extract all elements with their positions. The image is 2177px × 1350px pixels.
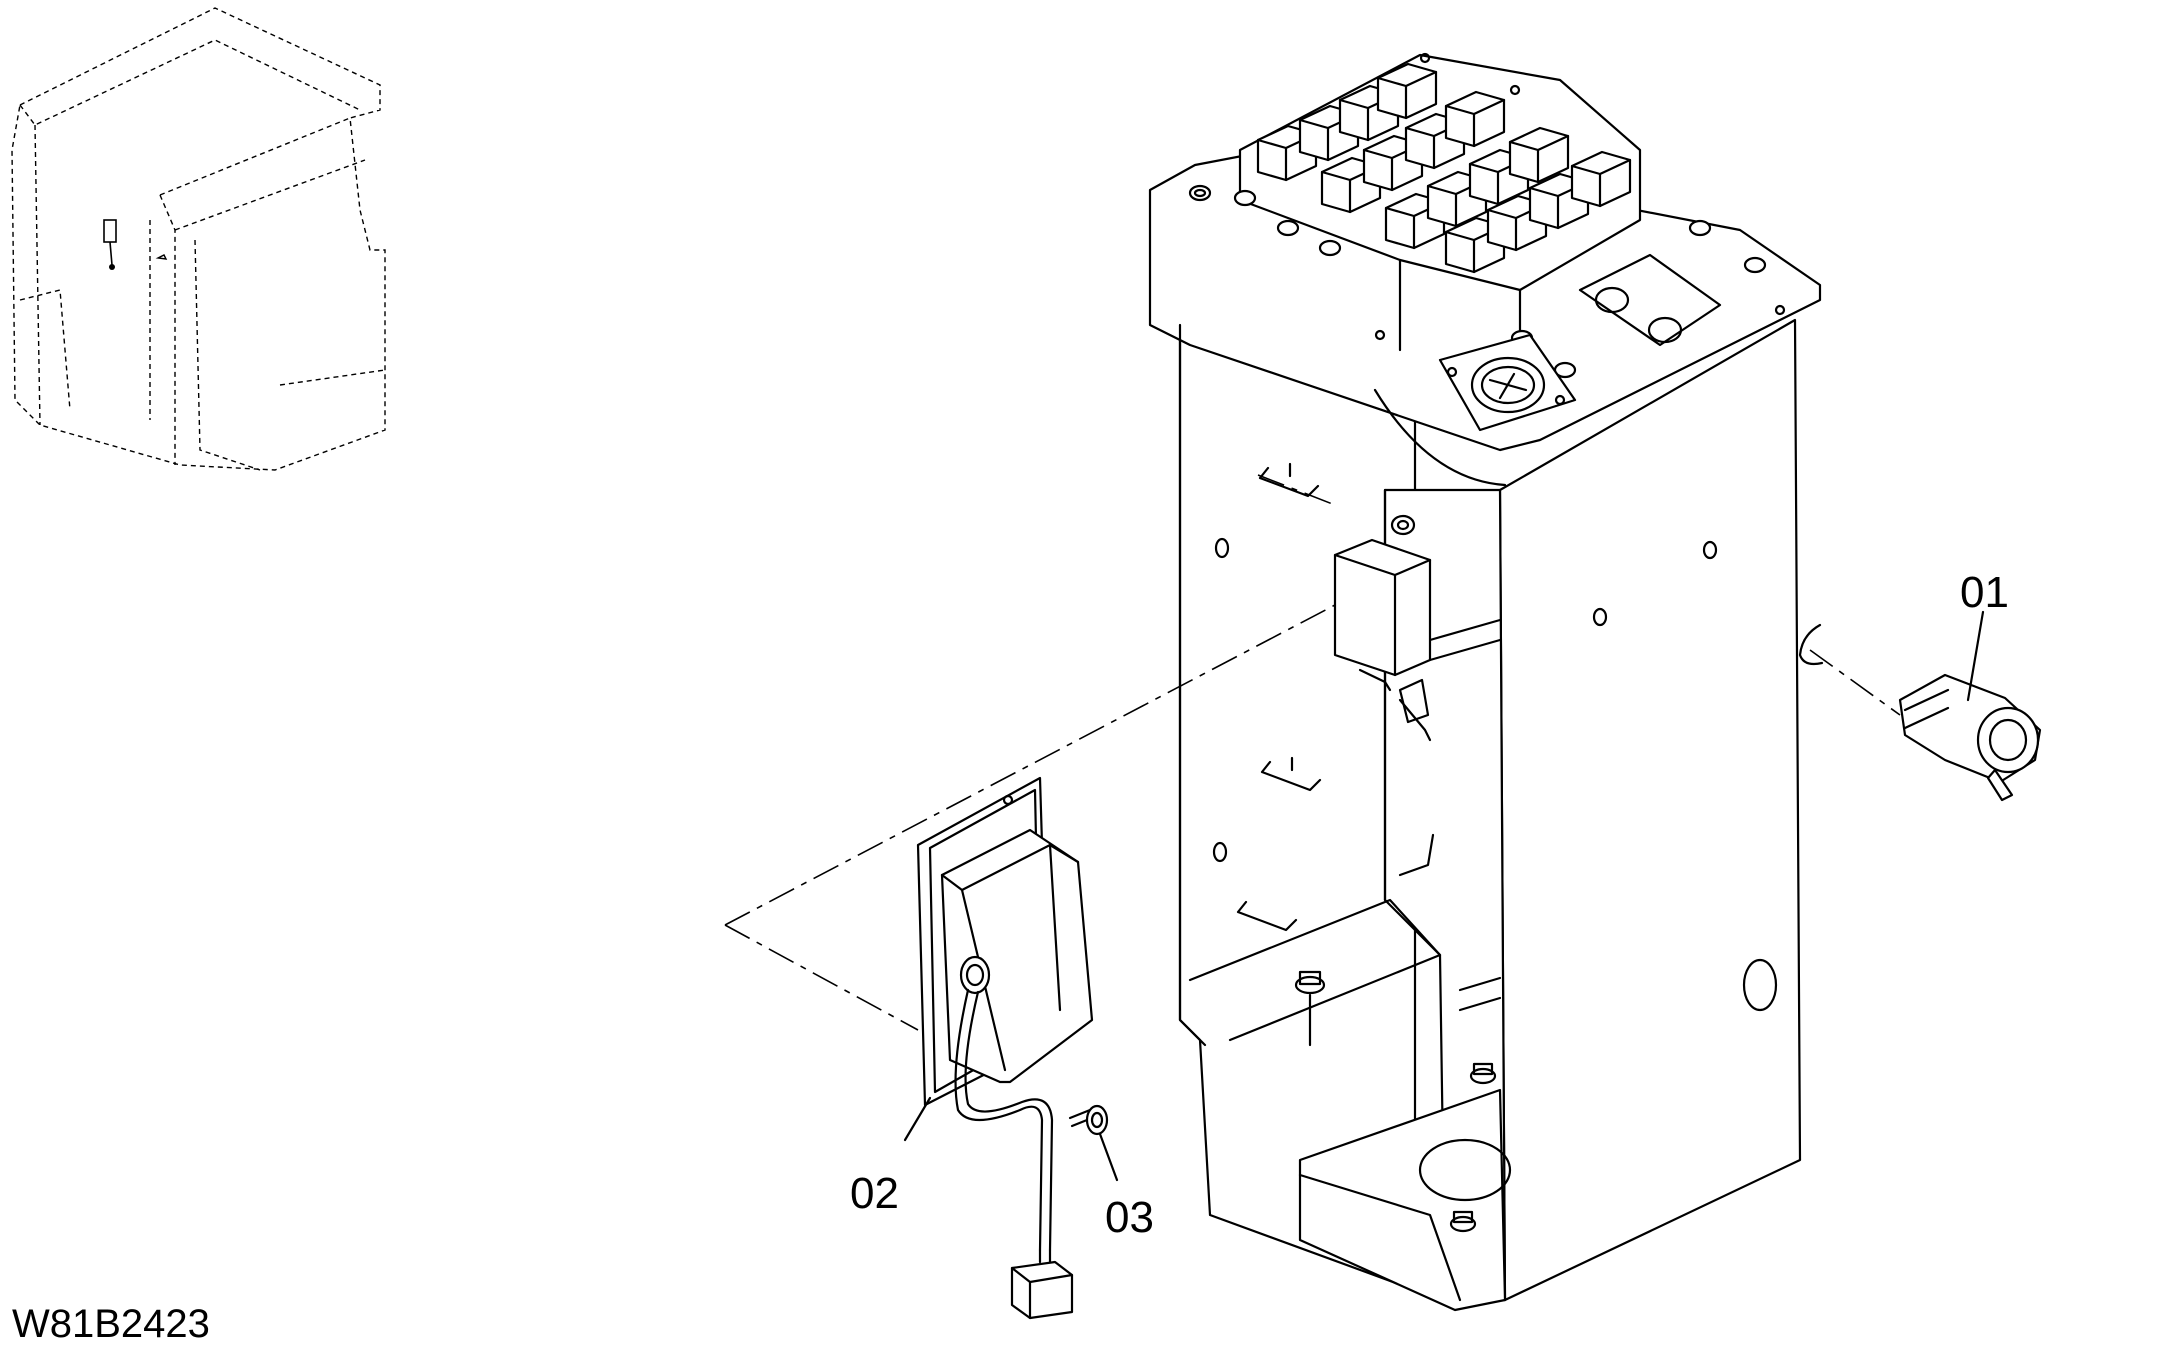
part-03-screw — [1068, 1104, 1109, 1136]
part-02-enclosure — [916, 776, 1094, 1320]
shelf-bolt — [1294, 970, 1326, 1047]
callout-03: 03 — [1105, 1193, 1154, 1242]
cab-location-inset — [11, 7, 386, 471]
tray-bolt — [1469, 1062, 1497, 1085]
drawing-code: W81B2423 — [12, 1302, 210, 1346]
bolt — [1188, 184, 1212, 202]
electrical-cabinet-frame — [1148, 143, 1824, 1312]
tray-bolt — [1449, 1210, 1477, 1233]
small-relay — [1333, 514, 1432, 742]
bolt — [1233, 189, 1257, 207]
bolt — [1688, 219, 1712, 237]
bolt — [1276, 219, 1300, 237]
relay-block — [1238, 53, 1722, 382]
relay — [1444, 90, 1506, 148]
fan-flange — [1373, 333, 1577, 487]
leader-lines — [903, 610, 1985, 1182]
part-location-marker — [103, 219, 117, 243]
part-01-socket — [1898, 673, 2042, 802]
callout-02: 02 — [850, 1169, 899, 1218]
relay — [1508, 126, 1570, 184]
callout-01: 01 — [1960, 568, 2009, 617]
relay — [1376, 62, 1438, 120]
bolt — [1743, 256, 1767, 274]
relay — [1570, 150, 1632, 208]
assembly-lines — [724, 474, 1901, 1031]
bolt — [1318, 239, 1342, 257]
